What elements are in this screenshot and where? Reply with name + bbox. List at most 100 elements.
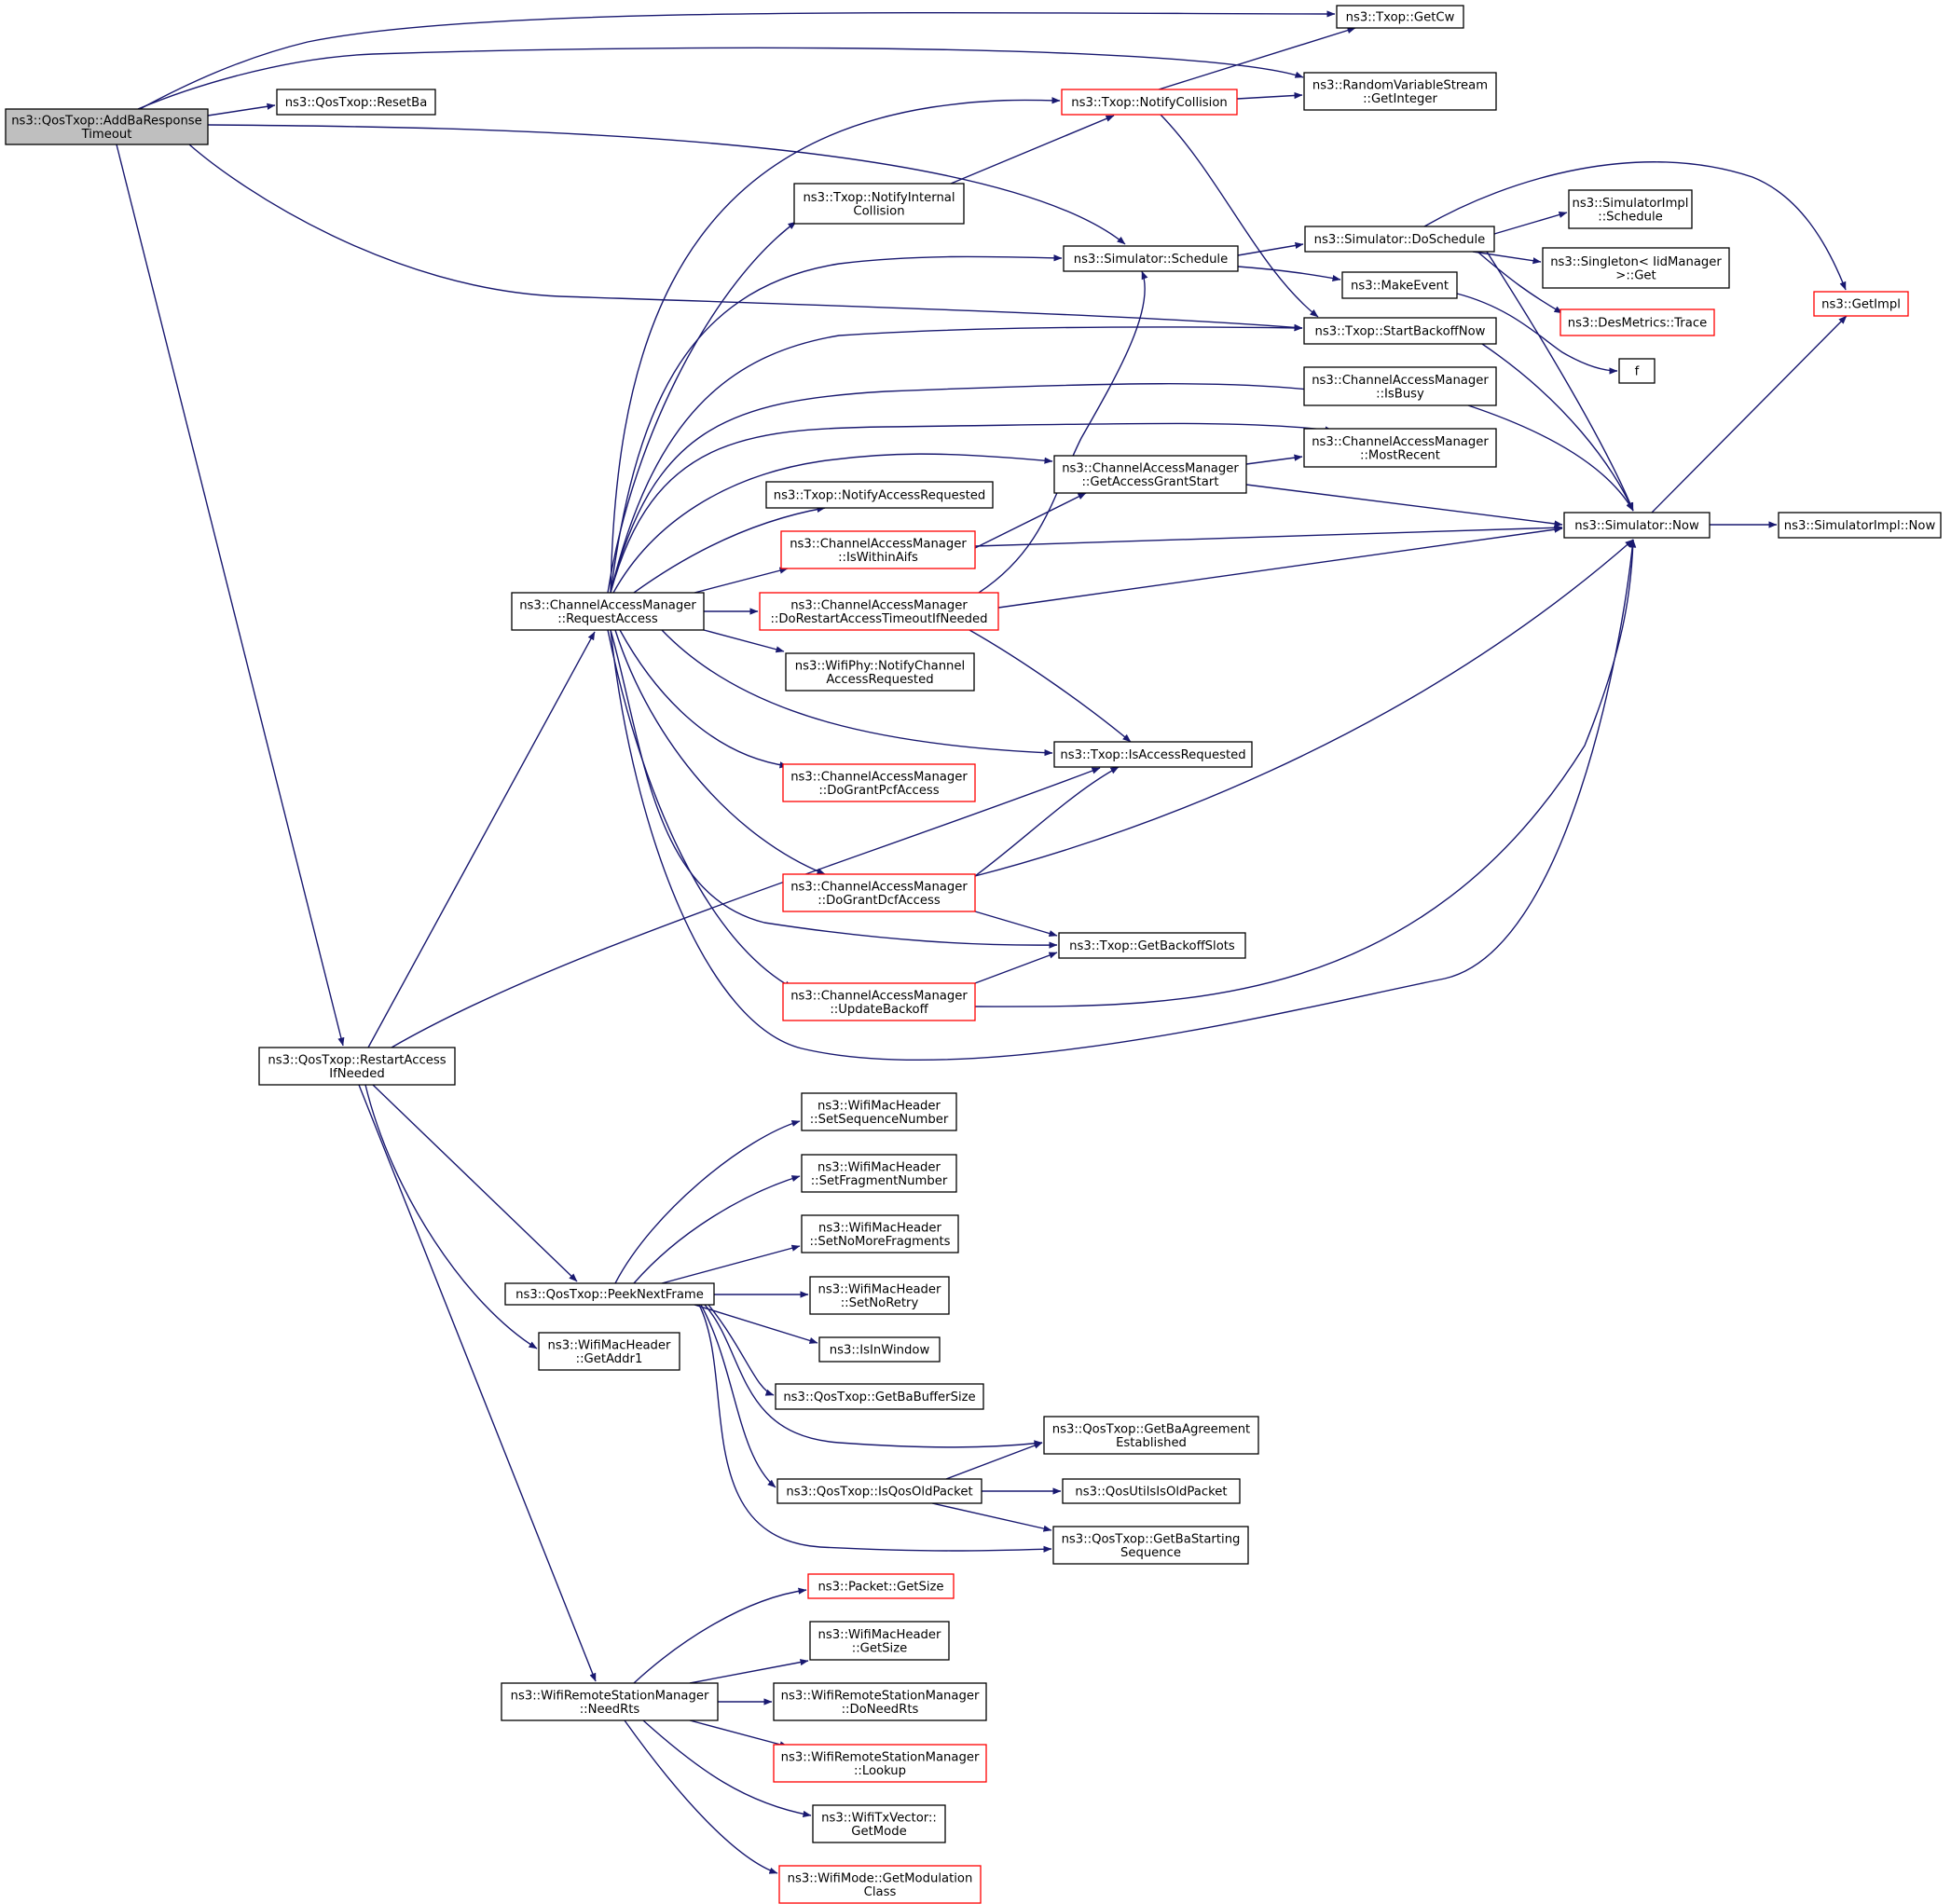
node-box[interactable] xyxy=(1813,291,1909,317)
node-box[interactable] xyxy=(1304,226,1495,253)
function-node[interactable]: ns3::ChannelAccessManager::MostRecent xyxy=(1303,428,1497,468)
node-box[interactable] xyxy=(1303,72,1497,111)
node-box[interactable] xyxy=(807,1573,955,1599)
function-node[interactable]: ns3::ChannelAccessManager::IsWithinAifs xyxy=(780,530,976,569)
node-box[interactable] xyxy=(801,1214,959,1253)
node-box[interactable] xyxy=(782,873,976,912)
node-box[interactable] xyxy=(773,1682,987,1721)
function-node[interactable]: ns3::WifiMacHeader::SetNoRetry xyxy=(809,1276,950,1315)
node-box[interactable] xyxy=(780,530,976,569)
function-node[interactable]: ns3::ChannelAccessManager::DoRestartAcce… xyxy=(759,592,999,631)
node-box[interactable] xyxy=(1061,89,1238,116)
function-node[interactable]: ns3::QosTxop::GetBaBufferSize xyxy=(775,1383,984,1410)
node-box[interactable] xyxy=(801,1154,957,1193)
function-node[interactable]: ns3::Simulator::DoSchedule xyxy=(1304,226,1495,253)
node-box[interactable] xyxy=(775,1383,984,1410)
node-box[interactable] xyxy=(1303,366,1497,406)
node-box[interactable] xyxy=(1053,455,1247,494)
node-box[interactable] xyxy=(1062,1478,1241,1504)
node-box[interactable] xyxy=(812,1804,946,1843)
function-node[interactable]: ns3::Txop::NotifyAccessRequested xyxy=(765,481,994,509)
function-node[interactable]: ns3::QosTxop::ResetBa xyxy=(276,89,436,116)
function-node[interactable]: ns3::QosUtilsIsOldPacket xyxy=(1062,1478,1241,1504)
function-node[interactable]: ns3::WifiMacHeader::GetSize xyxy=(809,1621,950,1661)
function-node[interactable]: ns3::WifiMacHeader::SetFragmentNumber xyxy=(801,1154,957,1193)
node-box[interactable] xyxy=(1303,428,1497,468)
node-box[interactable] xyxy=(258,1047,456,1086)
node-box[interactable] xyxy=(818,1336,941,1363)
node-box[interactable] xyxy=(765,481,994,509)
function-node[interactable]: ns3::Simulator::Now xyxy=(1563,512,1711,539)
node-box[interactable] xyxy=(1559,308,1715,336)
function-node[interactable]: ns3::Txop::GetBackoffSlots xyxy=(1058,932,1246,959)
function-node[interactable]: ns3::WifiRemoteStationManager::NeedRts xyxy=(501,1682,719,1721)
function-node[interactable]: ns3::RandomVariableStream::GetInteger xyxy=(1303,72,1497,111)
node-box[interactable] xyxy=(504,1282,715,1306)
node-box[interactable] xyxy=(1043,1416,1259,1455)
function-node[interactable]: ns3::DesMetrics::Trace xyxy=(1559,308,1715,336)
function-node[interactable]: ns3::IsInWindow xyxy=(818,1336,941,1363)
node-box[interactable] xyxy=(511,592,705,631)
function-node[interactable]: ns3::WifiPhy::NotifyChannelAccessRequest… xyxy=(785,652,975,692)
function-node[interactable]: ns3::ChannelAccessManager::IsBusy xyxy=(1303,366,1497,406)
node-box[interactable] xyxy=(782,763,976,802)
node-box[interactable] xyxy=(5,108,209,145)
function-node[interactable]: ns3::Packet::GetSize xyxy=(807,1573,955,1599)
node-box[interactable] xyxy=(778,1865,982,1904)
node-box[interactable] xyxy=(1618,358,1656,384)
node-box[interactable] xyxy=(776,1478,982,1504)
node-box[interactable] xyxy=(276,89,436,116)
function-node[interactable]: ns3::WifiRemoteStationManager::Lookup xyxy=(773,1744,987,1783)
node-box[interactable] xyxy=(809,1621,950,1661)
function-node[interactable]: ns3::WifiRemoteStationManager::DoNeedRts xyxy=(773,1682,987,1721)
function-node[interactable]: ns3::ChannelAccessManager::UpdateBackoff xyxy=(782,982,976,1021)
function-node[interactable]: f xyxy=(1618,358,1656,384)
function-node[interactable]: ns3::Txop::StartBackoffNow xyxy=(1303,317,1497,345)
node-box[interactable] xyxy=(773,1744,987,1783)
node-box[interactable] xyxy=(538,1332,680,1371)
function-node[interactable]: ns3::MakeEvent xyxy=(1341,271,1458,299)
function-node[interactable]: ns3::QosTxop::PeekNextFrame xyxy=(504,1282,715,1306)
function-node[interactable]: ns3::Singleton< IidManager>::Get xyxy=(1542,247,1730,289)
function-node[interactable]: ns3::Txop::IsAccessRequested xyxy=(1053,741,1253,768)
node-box[interactable] xyxy=(809,1276,950,1315)
function-node[interactable]: ns3::WifiMacHeader::SetSequenceNumber xyxy=(801,1092,957,1131)
node-box[interactable] xyxy=(1542,247,1730,289)
node-box[interactable] xyxy=(1053,741,1253,768)
node-box[interactable] xyxy=(1568,189,1693,229)
function-node[interactable]: ns3::Txop::NotifyCollision xyxy=(1061,89,1238,116)
node-box[interactable] xyxy=(1336,5,1464,29)
function-node[interactable]: ns3::Txop::GetCw xyxy=(1336,5,1464,29)
function-node[interactable]: ns3::Simulator::Schedule xyxy=(1063,245,1239,272)
function-node[interactable]: ns3::ChannelAccessManager::RequestAccess xyxy=(511,592,705,631)
function-node[interactable]: ns3::WifiMacHeader::SetNoMoreFragments xyxy=(801,1214,959,1253)
node-box[interactable] xyxy=(759,592,999,631)
node-box[interactable] xyxy=(1341,271,1458,299)
function-node[interactable]: ns3::QosTxop::IsQosOldPacket xyxy=(776,1478,982,1504)
node-box[interactable] xyxy=(1778,512,1942,539)
function-node[interactable]: ns3::SimulatorImpl::Schedule xyxy=(1568,189,1693,229)
function-node[interactable]: ns3::SimulatorImpl::Now xyxy=(1778,512,1942,539)
node-box[interactable] xyxy=(793,183,965,225)
node-box[interactable] xyxy=(1058,932,1246,959)
node-box[interactable] xyxy=(785,652,975,692)
function-node[interactable]: ns3::ChannelAccessManager::GetAccessGran… xyxy=(1053,455,1247,494)
function-node[interactable]: ns3::WifiMacHeader::GetAddr1 xyxy=(538,1332,680,1371)
function-node[interactable]: ns3::ChannelAccessManager::DoGrantDcfAcc… xyxy=(782,873,976,912)
node-box[interactable] xyxy=(1303,317,1497,345)
node-box[interactable] xyxy=(501,1682,719,1721)
node-box[interactable] xyxy=(801,1092,957,1131)
function-node[interactable]: ns3::ChannelAccessManager::DoGrantPcfAcc… xyxy=(782,763,976,802)
function-node[interactable]: ns3::WifiTxVector::GetMode xyxy=(812,1804,946,1843)
node-box[interactable] xyxy=(782,982,976,1021)
node-box[interactable] xyxy=(1052,1526,1249,1565)
node-box[interactable] xyxy=(1563,512,1711,539)
function-node[interactable]: ns3::GetImpl xyxy=(1813,291,1909,317)
node-box[interactable] xyxy=(1063,245,1239,272)
